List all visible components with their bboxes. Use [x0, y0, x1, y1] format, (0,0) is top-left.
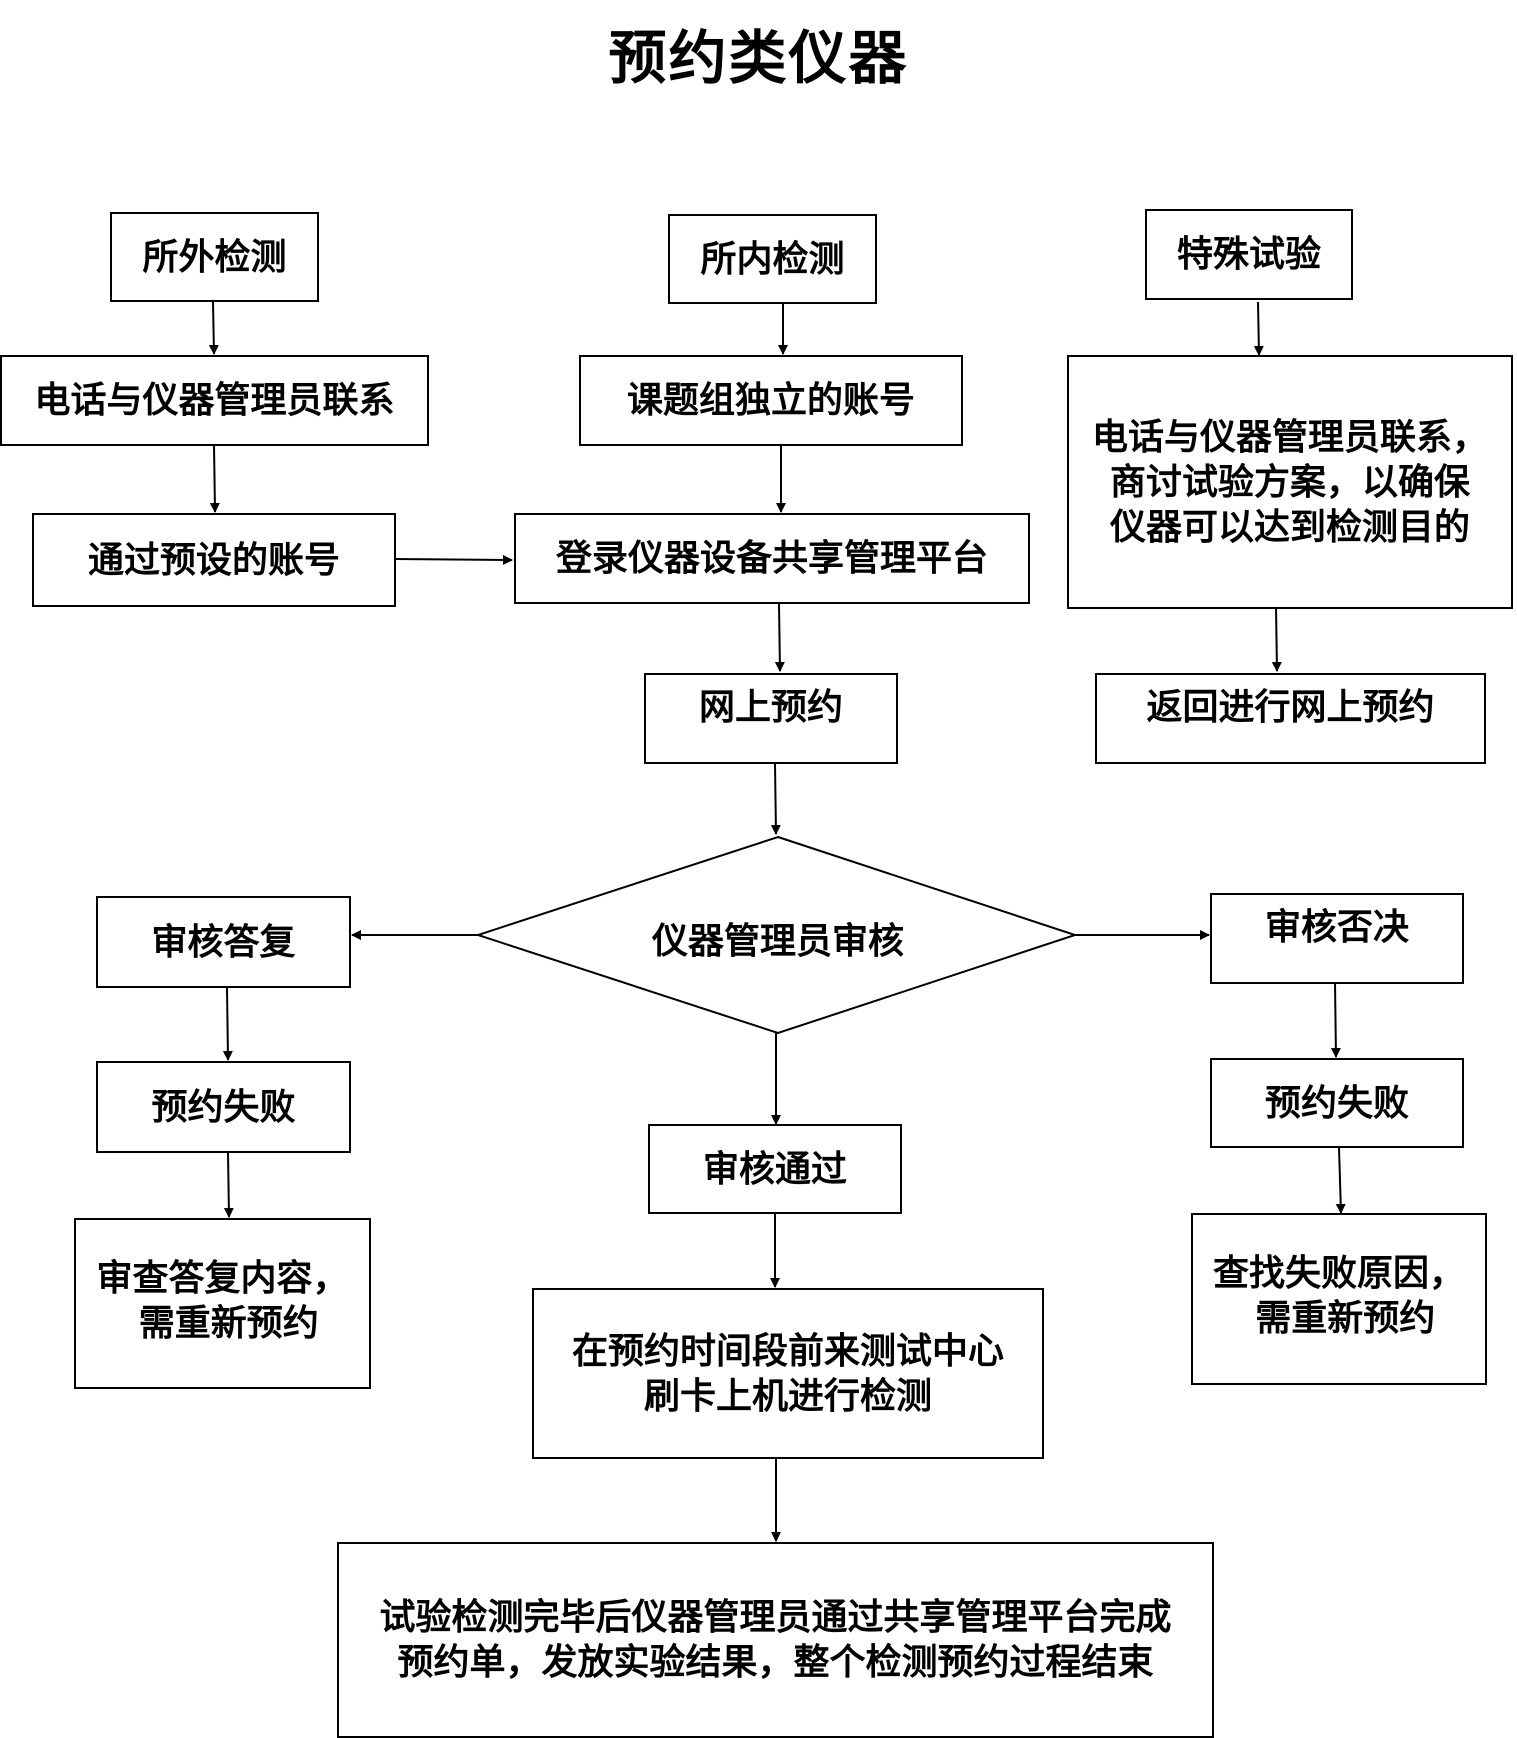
node-out-phone: 电话与仪器管理员联系 — [0, 355, 429, 446]
node-finish: 试验检测完毕后仪器管理员通过共享管理平台完成 预约单，发放实验结果，整个检测预约… — [337, 1542, 1214, 1738]
node-label: 网上预约 — [698, 686, 843, 728]
arrow-fail-to-find — [1335, 1147, 1346, 1214]
arrow-out-phone-to-preset — [209, 444, 220, 513]
node-online-booking: 网上预约 — [644, 673, 898, 764]
node-label: 审核答复 — [151, 920, 296, 963]
node-check-reply: 审查答复内容， 需重新预约 — [74, 1218, 371, 1389]
node-label: 查找失败原因， 需重新预约 — [1212, 1252, 1465, 1339]
node-in-test: 所内检测 — [668, 214, 877, 304]
node-on-site-test: 在预约时间段前来测试中心 刷卡上机进行检测 — [532, 1288, 1044, 1459]
arrow-fail-to-check — [223, 1152, 234, 1218]
arrow-out-test-to-phone — [208, 301, 219, 355]
node-label: 通过预设的账号 — [87, 538, 340, 581]
node-label: 电话与仪器管理员联系， 商讨试验方案，以确保 仪器可以达到检测目的 — [1091, 415, 1488, 548]
node-review-reply: 审核答复 — [96, 896, 351, 988]
node-label: 在预约时间段前来测试中心 刷卡上机进行检测 — [571, 1329, 1004, 1417]
node-out-preset-account: 通过预设的账号 — [32, 513, 396, 607]
node-login-platform: 登录仪器设备共享管理平台 — [514, 513, 1030, 604]
node-label: 审核否决 — [1264, 906, 1409, 948]
node-label: 登录仪器设备共享管理平台 — [555, 537, 988, 579]
node-special-test: 特殊试验 — [1145, 209, 1353, 300]
page-title: 预约类仪器 — [608, 24, 909, 92]
node-out-test: 所外检测 — [110, 212, 319, 302]
node-label: 电话与仪器管理员联系 — [34, 379, 395, 421]
arrow-special-to-phone — [1253, 301, 1264, 356]
review-diamond — [474, 835, 1079, 1035]
arrow-reject-to-fail — [1330, 982, 1341, 1058]
arrow-booking-to-review — [770, 763, 781, 835]
node-review-pass: 审核通过 — [648, 1124, 902, 1214]
node-label: 所内检测 — [700, 237, 845, 280]
node-label: 审查答复内容， 需重新预约 — [96, 1257, 349, 1344]
arrow-special-phone-to-return — [1271, 606, 1282, 672]
node-label: 课题组独立的账号 — [626, 379, 915, 421]
node-return-booking: 返回进行网上预约 — [1095, 673, 1486, 764]
node-label: 特殊试验 — [1176, 233, 1321, 275]
node-label: 返回进行网上预约 — [1146, 686, 1435, 728]
node-review-reject: 审核否决 — [1210, 893, 1464, 984]
node-in-account: 课题组独立的账号 — [579, 355, 963, 446]
node-label: 审核通过 — [702, 1147, 847, 1190]
node-label: 预约失败 — [151, 1085, 296, 1128]
node-fail-right: 预约失败 — [1210, 1058, 1464, 1148]
node-label: 试验检测完毕后仪器管理员通过共享管理平台完成 预约单，发放实验结果，整个检测预约… — [379, 1596, 1172, 1683]
arrow-reply-to-fail — [222, 987, 233, 1061]
node-find-reason: 查找失败原因， 需重新预约 — [1191, 1213, 1487, 1385]
node-label: 所外检测 — [142, 235, 287, 278]
node-label: 预约失败 — [1264, 1081, 1409, 1124]
arrow-login-to-booking — [774, 603, 785, 672]
node-special-phone: 电话与仪器管理员联系， 商讨试验方案，以确保 仪器可以达到检测目的 — [1067, 355, 1513, 609]
diamond-label: 仪器管理员审核 — [651, 920, 904, 962]
node-fail-left: 预约失败 — [96, 1061, 351, 1153]
arrow-preset-to-login — [394, 554, 513, 565]
